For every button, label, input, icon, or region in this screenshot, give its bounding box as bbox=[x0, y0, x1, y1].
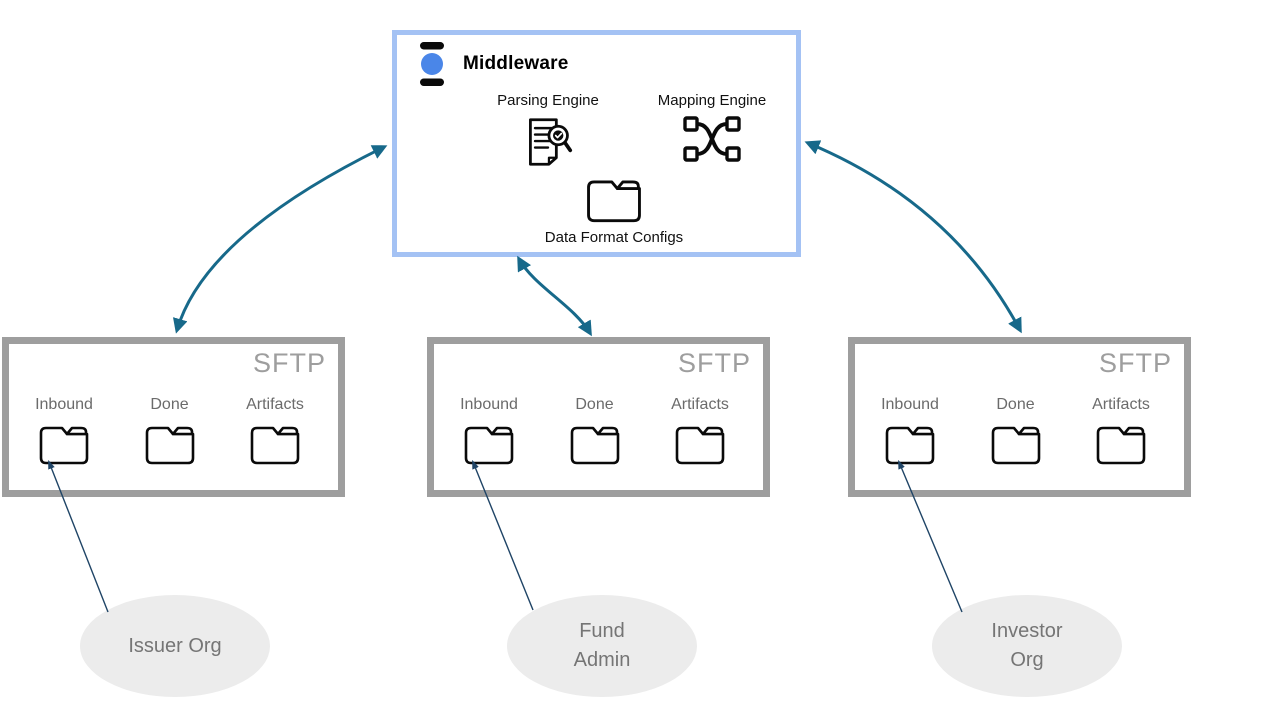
folder-icon bbox=[461, 420, 517, 466]
mapping-shuffle-icon bbox=[683, 116, 741, 162]
folder-icon bbox=[583, 173, 645, 224]
sftp-box-fund-admin: SFTP Inbound Done Artifacts bbox=[427, 337, 770, 497]
mapping-engine-label: Mapping Engine bbox=[657, 92, 767, 109]
folder-inbound: Inbound bbox=[871, 396, 949, 466]
sftp-box-investor: SFTP Inbound Done Artifacts bbox=[848, 337, 1191, 497]
data-format-configs: Data Format Configs bbox=[534, 173, 694, 246]
folder-done: Done bbox=[556, 396, 634, 466]
parsing-engine: Parsing Engine bbox=[488, 92, 608, 168]
folder-icon bbox=[142, 420, 198, 466]
folder-icon bbox=[988, 420, 1044, 466]
folder-icon bbox=[1093, 420, 1149, 466]
folder-icon bbox=[247, 420, 303, 466]
document-search-icon bbox=[529, 118, 573, 166]
arrow-middleware-investor-sftp bbox=[804, 140, 1022, 334]
folder-artifacts: Artifacts bbox=[1082, 396, 1160, 466]
sftp-box-issuer: SFTP Inbound Done Artifacts bbox=[2, 337, 345, 497]
folder-icon bbox=[672, 420, 728, 466]
arrow-middleware-issuer-sftp bbox=[172, 145, 388, 334]
data-format-configs-label: Data Format Configs bbox=[544, 229, 684, 246]
folder-inbound: Inbound bbox=[25, 396, 103, 466]
middleware-box: Middleware Parsing Engine Mapping En bbox=[392, 30, 801, 257]
folder-done: Done bbox=[977, 396, 1055, 466]
org-issuer-label: Issuer Org bbox=[128, 634, 222, 657]
hourglass-icon bbox=[420, 42, 444, 86]
folder-artifacts: Artifacts bbox=[661, 396, 739, 466]
middleware-header: Middleware bbox=[419, 41, 568, 87]
arrow-middleware-fundadmin-sftp bbox=[517, 255, 592, 337]
org-investor: Investor Org bbox=[932, 595, 1122, 697]
folder-icon bbox=[882, 420, 938, 466]
sftp-title: SFTP bbox=[252, 348, 326, 378]
sftp-folders: Inbound Done Artifacts bbox=[434, 396, 763, 466]
mapping-engine: Mapping Engine bbox=[647, 92, 777, 162]
folder-icon bbox=[567, 420, 623, 466]
folder-icon bbox=[36, 420, 92, 466]
org-issuer: Issuer Org bbox=[80, 595, 270, 697]
org-fund-admin: Fund Admin bbox=[507, 595, 697, 697]
folder-done: Done bbox=[131, 396, 209, 466]
folder-inbound: Inbound bbox=[450, 396, 528, 466]
sftp-folders: Inbound Done Artifacts bbox=[855, 396, 1184, 466]
sftp-title: SFTP bbox=[1098, 348, 1172, 378]
org-investor-label: Investor Org bbox=[991, 620, 1063, 671]
parsing-engine-label: Parsing Engine bbox=[497, 92, 599, 109]
middleware-title: Middleware bbox=[463, 53, 569, 74]
org-fund-admin-label: Fund Admin bbox=[573, 620, 631, 671]
sftp-folders: Inbound Done Artifacts bbox=[9, 396, 338, 466]
sftp-title: SFTP bbox=[677, 348, 751, 378]
folder-artifacts: Artifacts bbox=[236, 396, 314, 466]
